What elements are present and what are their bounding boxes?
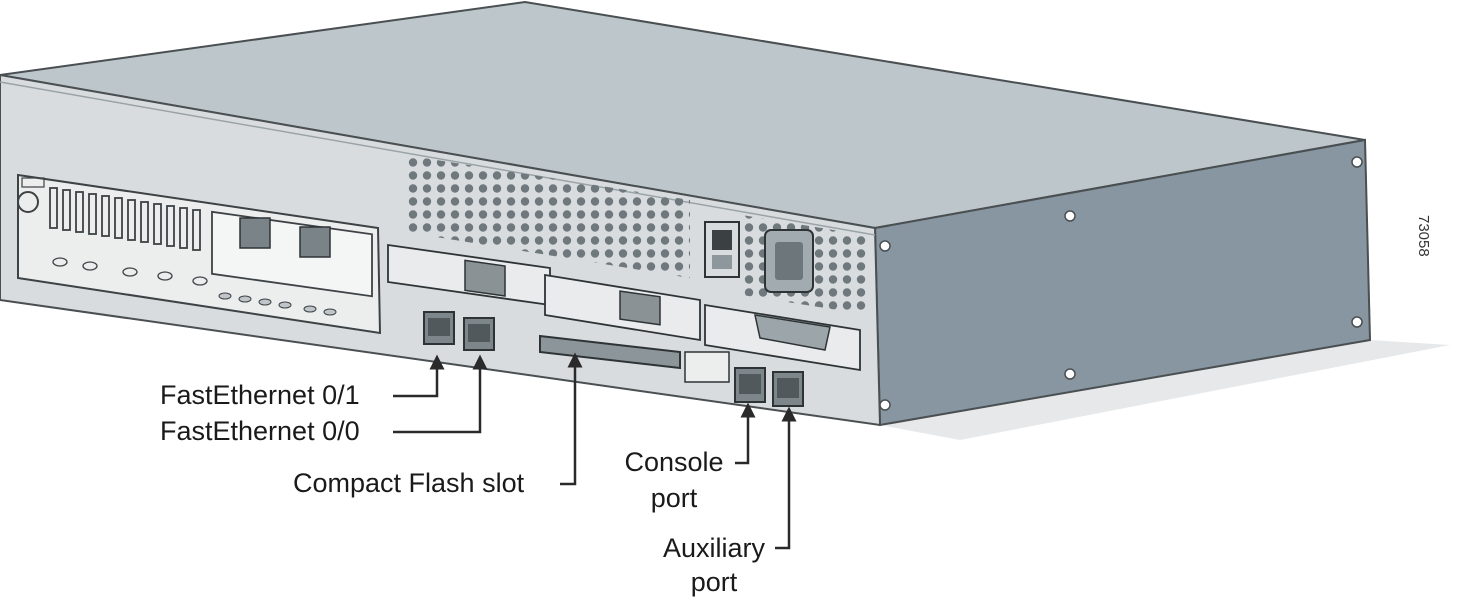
console-aux-ports	[684, 351, 804, 407]
vent-grid-main	[405, 155, 690, 278]
leader-fe00	[393, 354, 488, 434]
module-slots	[49, 187, 201, 251]
label-compact-flash-slot: Compact Flash slot	[293, 468, 525, 498]
label-fastethernet-0-0: FastEthernet 0/0	[160, 416, 360, 446]
module-leds	[52, 257, 208, 286]
label-fastethernet-0-1: FastEthernet 0/1	[160, 380, 360, 410]
figure-number: 73058	[1415, 215, 1432, 257]
module-ports	[239, 217, 331, 258]
compact-flash-slot	[539, 334, 681, 370]
wic-module-lower	[544, 273, 701, 342]
callout-leaders	[393, 352, 797, 550]
label-console-line2: port	[650, 483, 698, 513]
wic-module-upper	[387, 243, 551, 307]
label-console-line1: Console	[624, 447, 724, 477]
power-area	[704, 221, 814, 293]
leader-cf	[560, 352, 583, 486]
label-auxiliary-port: Auxiliary port	[652, 531, 776, 599]
chassis-back-panel	[0, 73, 882, 427]
network-module-left	[17, 173, 382, 335]
label-console-port: Console port	[612, 445, 736, 515]
router-chassis	[0, 0, 1450, 440]
module-dots	[218, 292, 337, 316]
leader-aux	[775, 406, 797, 550]
side-screws	[879, 156, 1363, 411]
label-aux-line1: Auxiliary	[662, 533, 766, 563]
chassis-shadow	[880, 340, 1450, 440]
fastethernet-ports	[423, 311, 495, 351]
label-aux-line2: port	[690, 567, 738, 597]
leader-console	[735, 402, 756, 465]
leader-fe01	[393, 354, 445, 398]
serial-module	[704, 303, 861, 372]
